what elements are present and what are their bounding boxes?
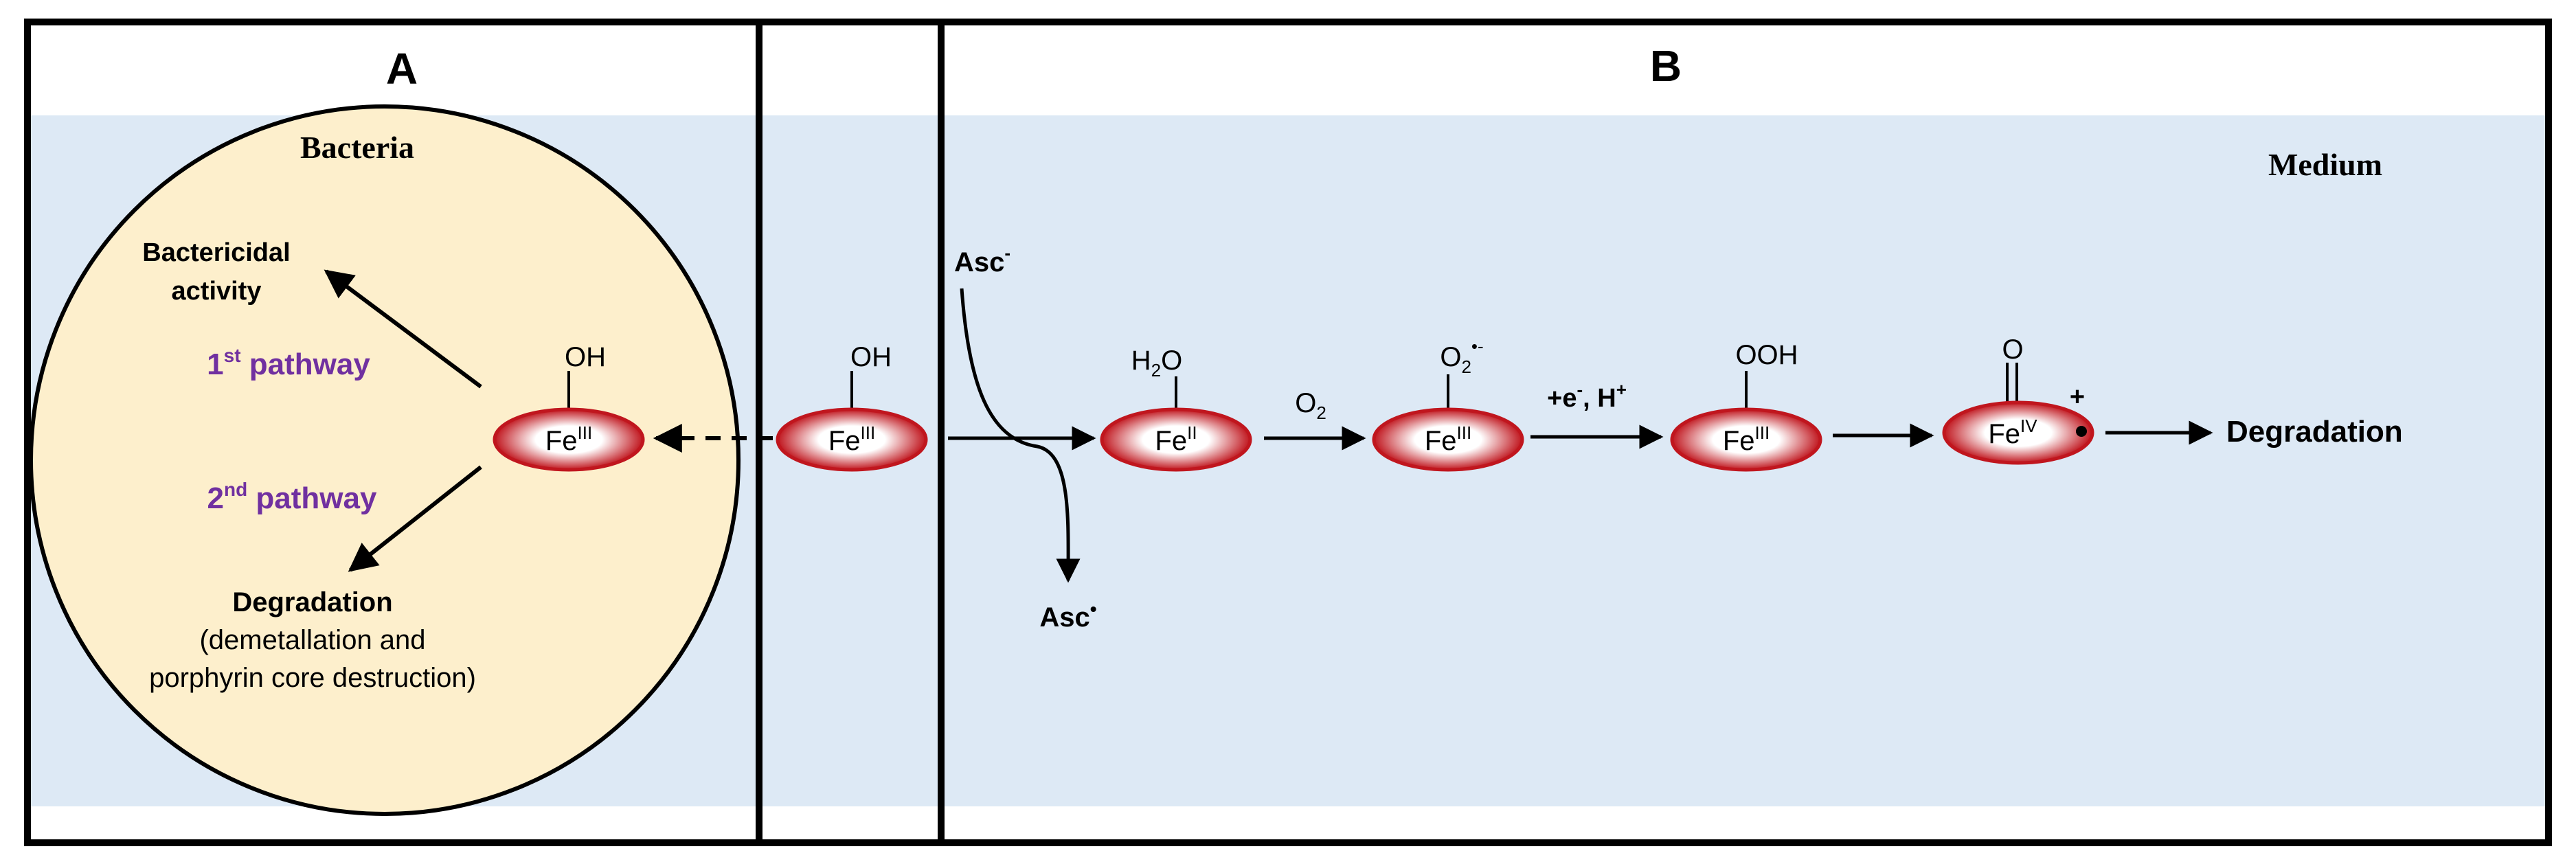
heme-ligand-label: H2O [1131, 345, 1182, 381]
inner-degradation-label: Degradation [232, 587, 392, 617]
heme-superoxo: O2•- FeIII [1372, 336, 1524, 472]
heme-iron-label: FeIII [545, 422, 592, 456]
heme-disc [1942, 400, 2094, 465]
heme-bacteria: OH FeIII [493, 342, 645, 472]
inner-degradation-detail-1: (demetallation and [199, 625, 425, 655]
panel-b-label: B [1650, 41, 1682, 91]
electron-proton-label: +e-, H+ [1547, 379, 1627, 413]
heme-disc [1100, 407, 1252, 472]
panel-b-frame [938, 19, 2552, 846]
o2-step-label: O2 [1295, 388, 1326, 423]
heme-disc [493, 407, 645, 472]
heme-hydroperoxo: OOH FeIII [1670, 340, 1822, 472]
bactericidal-label: Bactericidal [142, 238, 290, 267]
final-degradation-label: Degradation [2226, 415, 2403, 449]
inner-degradation-detail-2: porphyrin core destruction) [149, 663, 476, 693]
heme-ferrous: H2O FeII [1100, 345, 1252, 472]
heme-ligand-label: OH [565, 342, 606, 372]
heme-ligand-label: O [2002, 334, 2023, 365]
heme-disc [1670, 407, 1822, 472]
heme-iron-label: FeII [1155, 422, 1197, 456]
heme-iron-label: FeIII [828, 422, 875, 456]
medium-label: Medium [2268, 147, 2382, 182]
heme-ligand-label: O2•- [1440, 336, 1483, 377]
arrow-to-degradation [348, 465, 482, 572]
heme-iron-label: FeIII [1425, 422, 1471, 456]
pathway-1-label: 1st pathway [207, 345, 370, 381]
heme-ligand-label: OOH [1735, 340, 1798, 370]
bacteria-label: Bacteria [300, 130, 414, 165]
heme-disc [1372, 407, 1524, 472]
bacteria-cell [29, 104, 741, 816]
asc-out-label: Asc• [1039, 598, 1096, 633]
pathway-2-label: 2nd pathway [207, 479, 378, 515]
heme-iron-label: FeIII [1723, 422, 1770, 456]
arrow-to-bactericidal [324, 269, 482, 389]
heme-disc [776, 407, 928, 472]
heme-membrane: OH FeIII [776, 342, 928, 472]
heme-iron-label: FeIV [1988, 416, 2037, 449]
heme-ferryl: O FeIV + [1942, 334, 2094, 465]
ascorbate-curve [960, 288, 1081, 583]
heme-ligand-label: OH [850, 342, 892, 372]
panel-a-label: A [386, 44, 418, 93]
radical-charge-label: + [2070, 383, 2085, 411]
radical-dot [2076, 426, 2087, 437]
asc-in-label: Asc- [954, 242, 1010, 277]
activity-label: activity [172, 277, 262, 306]
